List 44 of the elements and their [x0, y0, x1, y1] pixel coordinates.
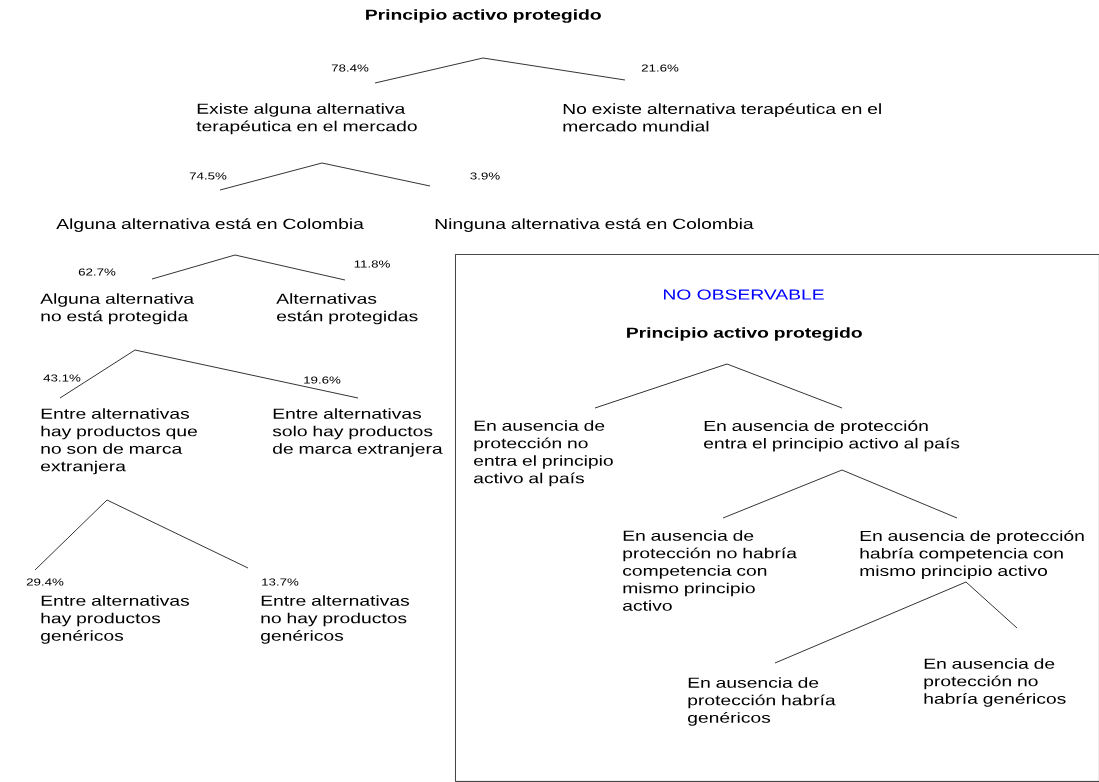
branch-line — [726, 363, 843, 409]
branch-line — [234, 254, 346, 281]
node-text: Principio activo protegido — [627, 327, 862, 341]
edge-label: 21.6% — [640, 63, 680, 73]
branch-line — [722, 469, 843, 519]
edge-label: 19.6% — [302, 375, 342, 385]
branch-line — [841, 469, 958, 519]
edge-label: 13.7% — [260, 577, 300, 587]
node-text: Entre alternativas no hay productos genéricos — [261, 595, 410, 644]
branch-line — [594, 363, 728, 409]
node-text: En ausencia de protección no entra el principio activo al país — [474, 420, 613, 487]
branch-line — [774, 581, 967, 664]
edge-label: 74.5% — [188, 171, 228, 181]
node-text: Ninguna alternativa está en Colombia — [435, 218, 754, 232]
branch-line — [965, 581, 1018, 629]
branch-line — [374, 57, 484, 84]
branch-line — [59, 349, 136, 399]
node-text: Entre alternativas hay productos genéricos — [41, 595, 190, 644]
edge-label: 78.4% — [330, 63, 370, 73]
branch-line — [34, 499, 108, 571]
node-text: En ausencia de protección no habría genéricos — [924, 658, 1066, 707]
branch-line — [321, 162, 431, 187]
branch-line — [106, 499, 249, 569]
node-text: Entre alternativas hay productos que no son de marca extranjera — [41, 408, 197, 475]
edge-label: 29.4% — [25, 577, 65, 587]
edge-label: 62.7% — [77, 267, 117, 277]
node-text: Existe alguna alternativa terapéutica en el mercado — [196, 103, 417, 135]
edge-label: 43.1% — [42, 373, 82, 383]
node-text: Alternativas están protegidas — [276, 293, 418, 325]
node-text: Entre alternativas solo hay productos de marca extranjera — [272, 408, 443, 457]
node-text: En ausencia de protección habría competencia con mismo principio activo — [860, 530, 1084, 579]
node-text: En ausencia de protección entra el principio activo al país — [704, 420, 960, 452]
branch-line — [219, 162, 323, 191]
edge-label: 11.8% — [352, 259, 392, 269]
node-text: Alguna alternativa está en Colombia — [56, 218, 364, 232]
branch-line — [482, 57, 626, 81]
node-text: En ausencia de protección no habría competencia con mismo principio activo — [623, 530, 797, 611]
node-text: No existe alternativa terapéutica en el mercado mundial — [563, 103, 881, 132]
edge-label: 3.9% — [468, 171, 502, 181]
branch-line — [134, 349, 359, 399]
node-text: Alguna alternativa no está protegida — [40, 293, 194, 325]
node-text: Principio activo protegido — [366, 9, 601, 23]
branch-line — [151, 254, 236, 280]
node-text: En ausencia de protección habría genéricos — [688, 677, 836, 726]
